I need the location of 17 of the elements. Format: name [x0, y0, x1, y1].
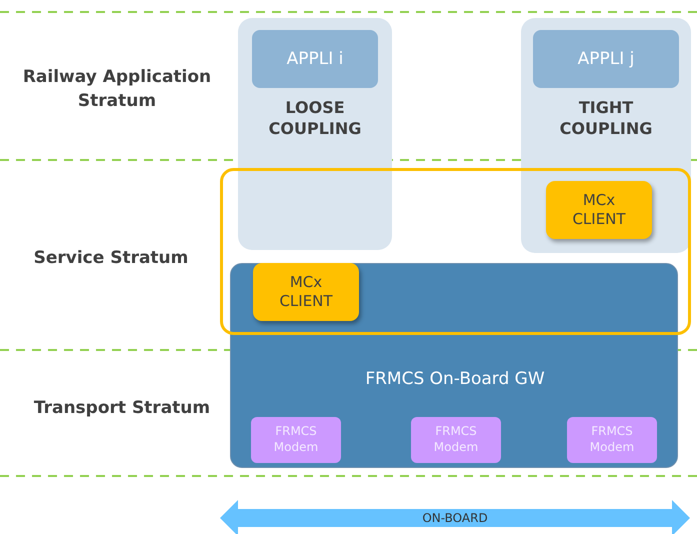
modem-box: FRMCS Modem: [251, 417, 341, 463]
stratum-label: Service Stratum: [32, 247, 190, 270]
application-box: APPLI j: [533, 30, 679, 88]
modem-box: FRMCS Modem: [411, 417, 501, 463]
modem-box: FRMCS Modem: [567, 417, 657, 463]
application-column: [238, 18, 392, 250]
coupling-label: LOOSE COUPLING: [268, 98, 362, 140]
application-box: APPLI i: [252, 30, 378, 88]
client-box: MCx CLIENT: [546, 181, 652, 239]
coupling-label: TIGHT COUPLING: [558, 98, 654, 140]
extent-label: ON-BOARD: [421, 510, 489, 527]
stratum-label: Railway Application Stratum: [22, 66, 212, 113]
stratum-label: Transport Stratum: [32, 397, 212, 420]
gateway-box: [230, 263, 678, 468]
application-column: [521, 18, 691, 253]
client-box: MCx CLIENT: [253, 263, 359, 321]
gateway-title: FRMCS On-Board GW: [364, 368, 546, 390]
